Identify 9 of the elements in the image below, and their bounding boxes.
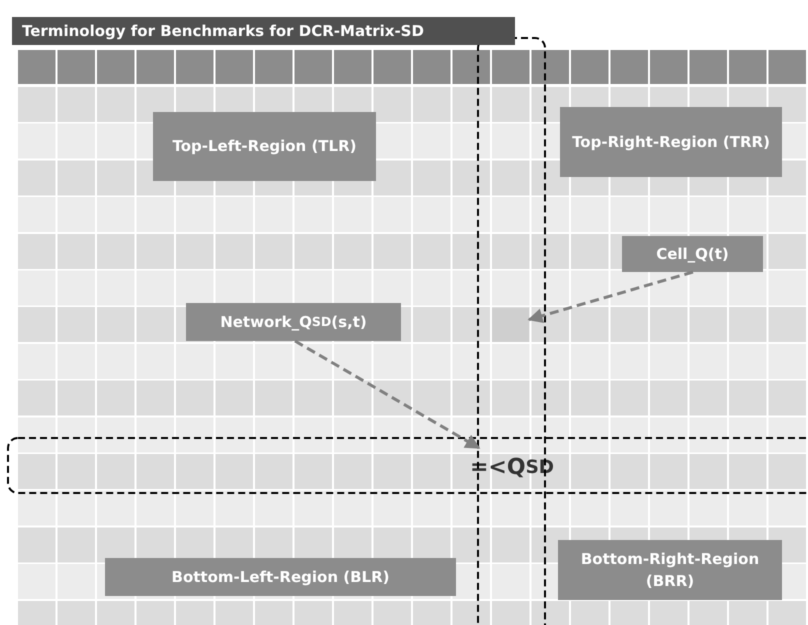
region-label: Top-Left-Region (TLR) <box>153 112 376 181</box>
region-label: Top-Right-Region (TRR) <box>560 107 782 177</box>
arrow <box>294 340 480 450</box>
arrow <box>528 270 694 324</box>
region-label: Cell_Q(t) <box>622 236 763 272</box>
region-label: Bottom-Left-Region (BLR) <box>105 558 456 596</box>
title-bar: Terminology for Benchmarks for DCR-Matrix-SD <box>12 17 515 45</box>
grid-cell <box>492 308 529 342</box>
region-label: Bottom-Right-Region (BRR) <box>558 540 782 600</box>
